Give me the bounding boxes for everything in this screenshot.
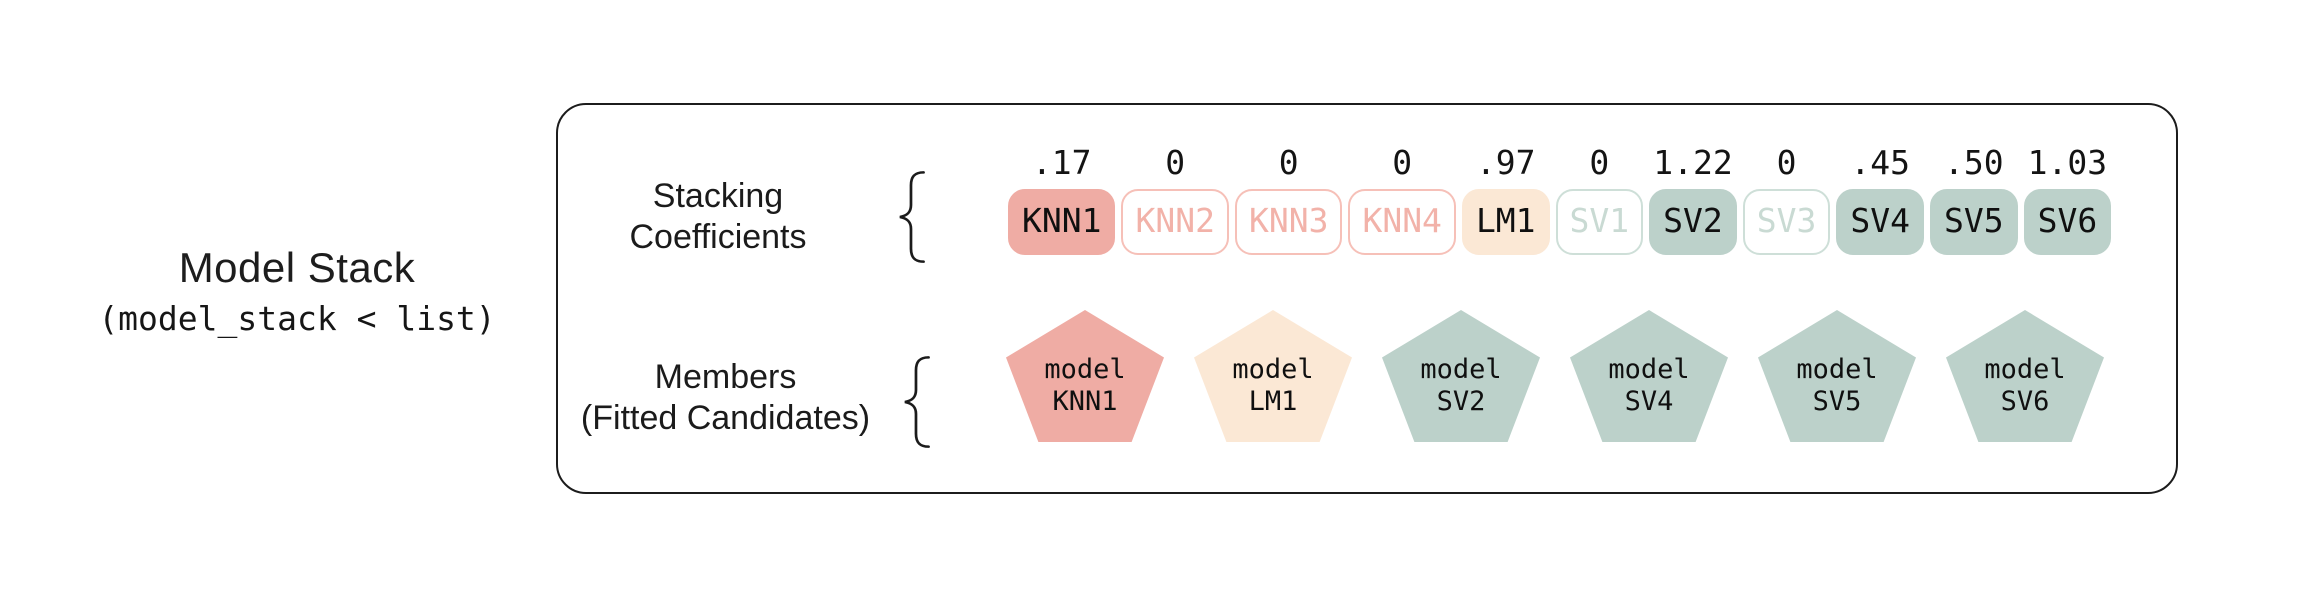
model-chip-sv2: SV2 bbox=[1649, 189, 1737, 255]
model-chip-knn3: KNN3 bbox=[1234, 189, 1343, 255]
model-chip-knn1: KNN1 bbox=[1008, 189, 1116, 255]
model-chip-sv5: SV5 bbox=[1929, 189, 2018, 255]
coefficient-value-lm1: .97 bbox=[1475, 143, 1536, 182]
coefficient-value-sv4: .45 bbox=[1850, 143, 1910, 182]
coefficient-value-sv1: 0 bbox=[1589, 143, 1610, 182]
coefficient-value-knn4: 0 bbox=[1392, 143, 1413, 182]
coefficient-value-sv2: 1.22 bbox=[1653, 143, 1733, 182]
diagram-subtitle-code: (model_stack < list) bbox=[98, 299, 496, 338]
member-label-line1: model bbox=[1420, 354, 1502, 385]
coefficient-value-knn3: 0 bbox=[1278, 143, 1299, 182]
member-label-line1: model bbox=[1608, 354, 1690, 385]
model-chip-knn4: KNN4 bbox=[1348, 189, 1456, 255]
stacking-coefficients-label-line2: Coefficients bbox=[629, 218, 807, 256]
diagram-title-block: Model Stack (model_stack < list) bbox=[37, 242, 557, 342]
member-label-line2: SV6 bbox=[2000, 386, 2050, 417]
member-label-line2: SV4 bbox=[1624, 386, 1674, 417]
members-label-line2: (Fitted Candidates) bbox=[580, 399, 871, 437]
coefficient-value-sv6: 1.03 bbox=[2027, 143, 2108, 182]
member-label-line1: model bbox=[1232, 354, 1314, 385]
coefficient-value-sv5: .50 bbox=[1943, 143, 2004, 182]
member-label-line1: model bbox=[1796, 354, 1878, 385]
model-chip-sv6: SV6 bbox=[2023, 189, 2112, 255]
coefficient-value-knn1: .17 bbox=[1031, 143, 1092, 182]
model-chip-knn2: KNN2 bbox=[1121, 189, 1229, 255]
diagram-title: Model Stack bbox=[178, 244, 416, 291]
model-chip-sv1: SV1 bbox=[1555, 189, 1644, 255]
stacking-coefficients-label-line1: Stacking bbox=[652, 177, 784, 215]
member-label-line2: LM1 bbox=[1248, 386, 1298, 417]
members-label: Members (Fitted Candidates) bbox=[558, 357, 893, 439]
member-label-line2: KNN1 bbox=[1052, 386, 1118, 417]
member-label-line2: SV5 bbox=[1812, 386, 1862, 417]
members-brace-icon bbox=[904, 356, 930, 448]
coefficients-brace-icon bbox=[899, 171, 925, 263]
stacking-coefficients-label: Stacking Coefficients bbox=[558, 176, 878, 258]
member-label-line1: model bbox=[1984, 354, 2066, 385]
model-chip-lm1: LM1 bbox=[1461, 189, 1550, 255]
member-label-line1: model bbox=[1044, 354, 1126, 385]
model-chip-sv4: SV4 bbox=[1836, 189, 1924, 255]
members-label-line1: Members bbox=[654, 358, 797, 396]
model-chip-sv3: SV3 bbox=[1742, 189, 1831, 255]
member-label-line2: SV2 bbox=[1436, 386, 1486, 417]
coefficient-value-knn2: 0 bbox=[1165, 143, 1186, 182]
coefficient-value-sv3: 0 bbox=[1776, 143, 1797, 182]
